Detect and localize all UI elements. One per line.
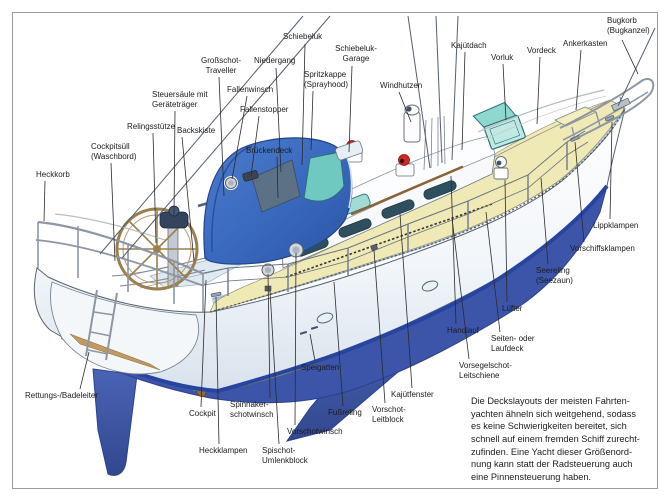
hull-port xyxy=(316,312,334,324)
leader-vorsegelschot xyxy=(451,217,470,360)
label-vorschotwinsch: Vorschotwinsch xyxy=(287,427,343,436)
label-heckkorb: Heckkorb xyxy=(36,170,70,179)
leader-steuersaeule xyxy=(173,110,176,217)
label-lippklampen: Lippklampen xyxy=(593,221,639,230)
label-ankerkasten: Ankerkasten xyxy=(563,39,608,48)
label-luefter: Lüfter xyxy=(502,304,523,313)
swim-ladder xyxy=(85,289,118,361)
label-fallenwinsch: Fallenwinsch xyxy=(227,85,274,94)
label-relingsstuetze: Relingsstütze xyxy=(127,122,176,131)
steering-wheel xyxy=(115,205,199,291)
label-seitendeck: Seiten- oder Laufdeck xyxy=(491,334,535,353)
leader-spinnakerschotwinsch xyxy=(267,273,271,399)
windhutzen-vent xyxy=(403,104,421,143)
sprayhood-bow-frame xyxy=(211,145,253,253)
leader-backskiste xyxy=(181,136,195,262)
scuppers xyxy=(299,325,319,335)
stern-cleat xyxy=(210,291,222,298)
bow-pulpit xyxy=(559,78,655,141)
leader-heckklampen xyxy=(215,296,220,445)
transom xyxy=(50,281,200,375)
leader-lippklampen xyxy=(609,121,613,220)
leader-seereling xyxy=(540,177,549,265)
leader-vorschiffsklampen xyxy=(574,141,585,243)
halyard-lines xyxy=(423,115,446,171)
toe-rail xyxy=(209,107,626,313)
far-lifeline xyxy=(477,89,605,133)
leader-niedergang xyxy=(275,67,282,173)
rigging-stays xyxy=(99,15,656,259)
leader-vorschot-leitblock xyxy=(373,249,386,404)
leader-luefter xyxy=(504,179,508,303)
label-vorschot-leitblock: Vorschot- Leitblock xyxy=(372,405,406,424)
label-speigatten: Speigatten xyxy=(301,363,340,372)
leader-grossschot-traveller xyxy=(218,76,225,197)
leader-speigatten xyxy=(309,333,316,362)
label-seereling: Seereling (Seezaun) xyxy=(536,266,573,285)
leader-kajuetdach xyxy=(461,51,466,151)
leader-bugkorb xyxy=(621,39,639,75)
leader-schiebeluk-garage xyxy=(348,65,353,153)
leader-fallenwinsch xyxy=(231,95,248,180)
label-kajuetfenster: Kajütfenster xyxy=(391,390,434,399)
leader-schiebeluk xyxy=(301,43,306,166)
label-brueckendeck: Brückendeck xyxy=(246,146,293,155)
label-niedergang: Niedergang xyxy=(254,56,296,65)
label-heckklampen: Heckklampen xyxy=(199,446,248,455)
label-bugkorb: Bugkorb (Bugkanzel) xyxy=(607,16,650,35)
leader-relingsstuetze xyxy=(152,132,157,244)
label-spritzkappe: Spritzkappe (Sprayhood) xyxy=(304,70,349,89)
luefter-cowl-vent xyxy=(493,156,509,180)
leader-cockpitsuell xyxy=(110,162,116,262)
leader-vordeck xyxy=(536,56,541,125)
leader-windhutzen xyxy=(398,91,412,123)
label-windhutzen: Windhutzen xyxy=(380,81,423,90)
leader-vorluk xyxy=(502,63,507,121)
leader-spritzkappe xyxy=(310,90,314,151)
label-vordeck: Vordeck xyxy=(527,46,556,55)
boottop-stripe xyxy=(60,184,609,394)
lifelines xyxy=(203,89,607,296)
leader-brueckendeck xyxy=(276,156,279,199)
label-backskiste: Backskiste xyxy=(177,126,216,135)
transom-teak-step xyxy=(69,333,161,371)
label-handlauf: Handlauf xyxy=(447,326,480,335)
label-steuersaeule: Steuersäule mit Geräteträger xyxy=(152,90,208,109)
label-kajuetdach: Kajütdach xyxy=(451,41,487,50)
label-spischot-umlenkblock: Spischot- Umlenkblock xyxy=(262,446,308,465)
rope-clutches xyxy=(242,170,259,182)
label-cockpitsuell: Cockpitsüll (Waschbord) xyxy=(91,142,137,161)
leader-kajuetfenster xyxy=(399,213,413,389)
label-schiebeluk-garage: Schiebeluk- Garage xyxy=(335,44,377,63)
label-fallenstopper: Fallenstopper xyxy=(240,105,289,114)
leader-seitendeck xyxy=(485,211,501,333)
leader-ankerkasten xyxy=(575,49,582,111)
leader-handlauf xyxy=(450,175,457,325)
label-schiebeluk: Schiebeluk xyxy=(283,32,323,41)
leader-lines xyxy=(43,39,639,445)
leader-rettungs-badeleiter xyxy=(79,351,90,390)
leader-vorschotwinsch xyxy=(294,252,297,426)
leader-fussreling xyxy=(333,281,344,407)
leader-fallenstopper xyxy=(250,115,260,177)
label-vorsegelschot: Vorsegelschot- Leitschiene xyxy=(459,361,512,380)
caption-text: Die Deckslayouts der meisten Fahrten- ya… xyxy=(471,396,640,483)
leader-heckkorb xyxy=(43,180,46,222)
label-fussreling: Fußreling xyxy=(328,408,362,417)
winches xyxy=(224,170,304,277)
label-rettungs-badeleiter: Rettungs-/Badeleiter xyxy=(25,391,98,400)
label-vorschiffsklampen: Vorschiffsklampen xyxy=(570,244,635,253)
label-vorluk: Vorluk xyxy=(491,53,514,62)
leader-spischot-umlenkblock xyxy=(269,290,280,445)
rudder xyxy=(92,368,138,476)
label-cockpit: Cockpit xyxy=(189,409,216,418)
leader-cockpit xyxy=(200,279,207,408)
label-spinnakerschotwinsch: Spinnaker- schotwinsch xyxy=(230,400,274,419)
label-grossschot-traveller: Großschot- Traveller xyxy=(200,56,242,75)
companionway xyxy=(251,159,301,213)
hull-port xyxy=(421,280,439,292)
